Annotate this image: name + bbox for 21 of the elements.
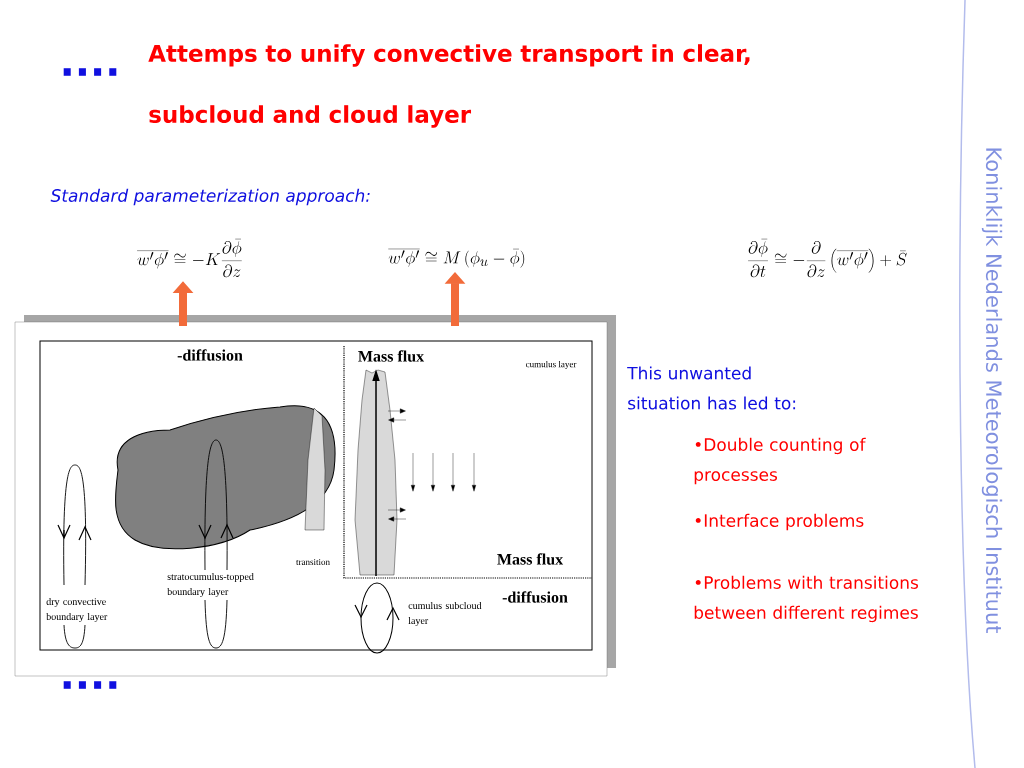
bullet-item: •Double counting of processes xyxy=(694,437,866,485)
diagram-heading: Mass flux xyxy=(497,553,564,565)
bullet-item: •Problems with transitions between different regimes xyxy=(694,575,919,623)
slide-title: Attemps to unify convective transport in clear, subcloud and cloud layer xyxy=(148,44,750,128)
diagram-heading: Mass flux xyxy=(358,350,425,362)
diagram-heading: -diffusion xyxy=(177,349,243,361)
formula: $\overline{w'\phi'} \cong M\,(\phi_u - \bar{\phi})$ xyxy=(388,248,525,268)
bullet-item: •Interface problems xyxy=(695,513,864,531)
ellipsis: .... xyxy=(63,681,117,689)
figure-label: cumulus layer xyxy=(526,360,577,370)
figure-label: dry convective boundary layer xyxy=(46,597,108,623)
figure-label: cumulus subcloud layer xyxy=(408,601,482,627)
figure-label: stratocumulus-topped boundary layer xyxy=(167,572,254,598)
ellipsis: .... xyxy=(63,68,117,76)
vertical-text: Koninklijk Nederlands Meteorologisch Instituut xyxy=(981,148,1003,634)
diagram-heading: -diffusion xyxy=(502,591,568,603)
formula: $\overline{w'\phi'} \cong -K \frac{\partial \bar{\phi}}{\partial z}$ xyxy=(137,238,242,278)
figure-label: transition xyxy=(296,559,330,566)
text-paragraph: This unwanted situation has led to: xyxy=(627,366,796,410)
subheading: Standard parameterization approach: xyxy=(50,188,370,206)
formula: $\frac{\partial \bar{\phi}}{\partial t} \cong -\frac{\partial}{\partial z}\left(\overline{w'\phi'}\right) + \bar{S}$ xyxy=(748,238,907,278)
